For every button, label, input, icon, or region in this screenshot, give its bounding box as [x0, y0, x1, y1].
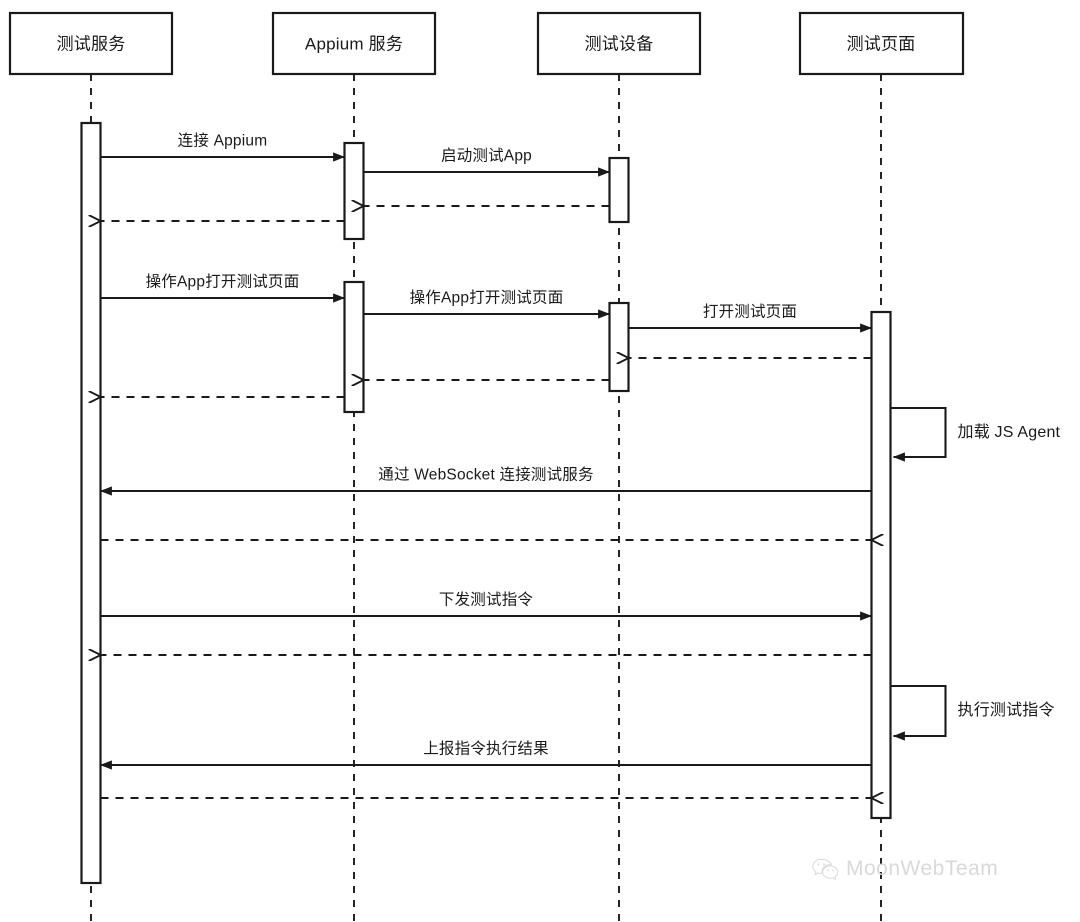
- participant-box-test-page[interactable]: [798, 11, 965, 76]
- activation-bar-test-page-5: [870, 310, 892, 820]
- activation-bar-test-service-0: [80, 121, 102, 885]
- message-label-m7: 打开测试页面: [702, 303, 798, 321]
- message-label-m2: 启动测试App: [441, 147, 532, 165]
- message-label-m6: 操作App打开测试页面: [409, 289, 564, 307]
- activation-bar-appium-server-1: [343, 141, 365, 241]
- lifelines-layer: [90, 74, 882, 922]
- self-message-label-s1: 加载 JS Agent: [957, 423, 1061, 441]
- message-arrows-layer: [101, 152, 947, 798]
- activation-bars-layer: [80, 121, 892, 885]
- participant-label-test-page: 测试页面: [846, 34, 916, 53]
- activation-bar-appium-server-3: [343, 280, 365, 414]
- message-label-m13: 下发测试指令: [438, 591, 534, 609]
- participant-label-test-device: 测试设备: [584, 34, 654, 53]
- message-label-m1: 连接 Appium: [177, 132, 268, 150]
- activation-bar-test-device-2: [608, 156, 630, 224]
- message-label-m11: 通过 WebSocket 连接测试服务: [378, 466, 594, 484]
- participant-label-appium-server: Appium 服务: [304, 34, 404, 53]
- participant-boxes-layer: [8, 11, 965, 76]
- activation-bar-test-device-4: [608, 301, 630, 393]
- participant-box-test-service[interactable]: [8, 11, 174, 76]
- self-message-label-s2: 执行测试指令: [957, 702, 1055, 719]
- watermark-text: MoonWebTeam: [846, 857, 999, 880]
- participant-box-test-device[interactable]: [536, 11, 702, 76]
- self-message-s1[interactable]: [890, 406, 947, 462]
- participant-box-appium-server[interactable]: [271, 11, 437, 76]
- message-label-m15: 上报指令执行结果: [423, 740, 549, 758]
- wechat-icon: [812, 858, 839, 881]
- watermark: MoonWebTeam: [812, 857, 998, 881]
- self-message-s2[interactable]: [890, 684, 947, 741]
- message-label-m5: 操作App打开测试页面: [145, 273, 300, 291]
- participant-label-test-service: 测试服务: [56, 34, 126, 53]
